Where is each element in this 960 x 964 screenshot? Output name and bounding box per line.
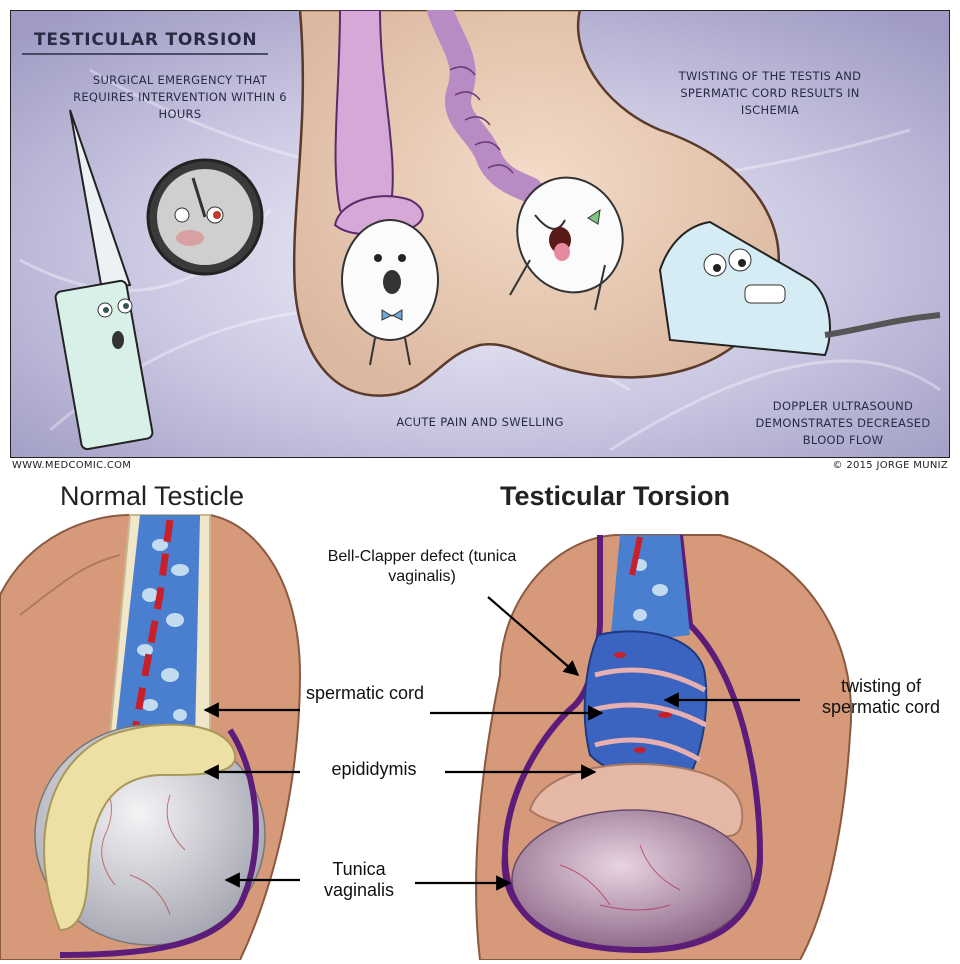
label-bell-clapper-defect: Bell-Clapper defect (tunica vaginalis) xyxy=(327,548,517,585)
comic-title: TESTICULAR TORSION xyxy=(34,30,258,50)
torsion-testicle-illustration xyxy=(475,534,853,961)
label-twisting-of-spermatic-cord: twisting of spermatic cord xyxy=(821,676,941,717)
anatomy-artwork xyxy=(0,514,853,961)
clock-character xyxy=(146,158,264,276)
comic-artwork xyxy=(9,0,951,459)
normal-testicle-illustration xyxy=(0,514,302,961)
label-arrows xyxy=(203,596,800,891)
anatomy-diagram: Normal Testicle Testicular Torsion Bell-… xyxy=(0,475,960,961)
normal-testicle-title: Normal Testicle xyxy=(60,481,245,511)
caption-twisting-ischemia: TWISTING OF THE TESTIS AND SPERMATIC COR… xyxy=(678,69,862,117)
credit-website: WWW.MEDCOMIC.COM xyxy=(12,460,132,471)
credit-copyright: © 2015 JORGE MUNIZ xyxy=(832,460,948,471)
label-spermatic-cord: spermatic cord xyxy=(305,683,425,703)
scalpel-character xyxy=(54,109,154,451)
caption-doppler: DOPPLER ULTRASOUND DEMONSTRATES DECREASE… xyxy=(755,399,931,447)
testicular-torsion-title: Testicular Torsion xyxy=(500,481,731,511)
caption-surgical-emergency: SURGICAL EMERGENCY THAT REQUIRES INTERVE… xyxy=(73,73,287,121)
caption-acute-pain: ACUTE PAIN AND SWELLING xyxy=(396,415,564,429)
ultrasound-probe-character xyxy=(658,220,941,357)
comic-panel: TESTICULAR TORSION SURGICAL EMERGENCY TH… xyxy=(9,0,951,459)
label-tunica-vaginalis: Tunica vaginalis xyxy=(323,859,395,900)
label-epididymis: epididymis xyxy=(331,759,417,779)
